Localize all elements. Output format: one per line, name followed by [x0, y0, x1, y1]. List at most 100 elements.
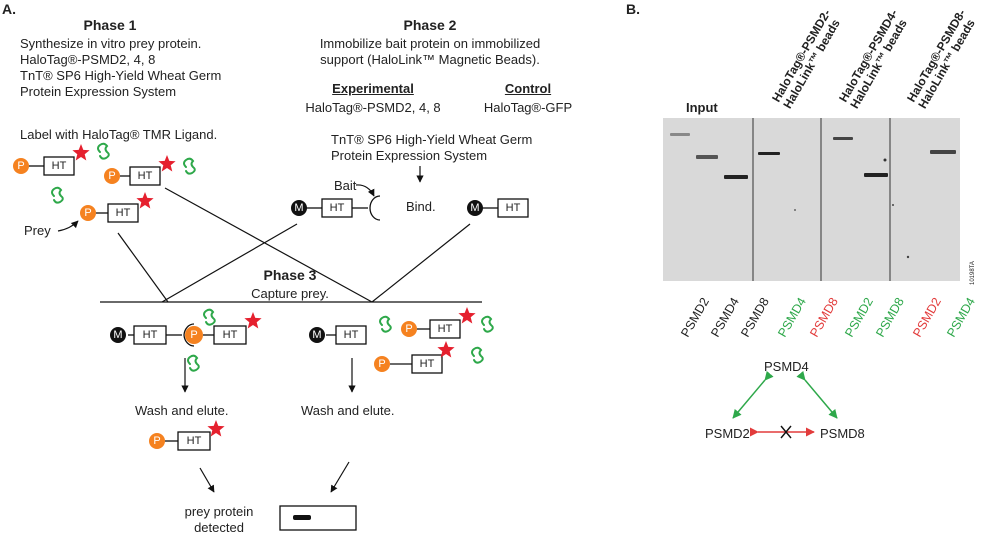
bait-arrow: [355, 184, 375, 197]
red-star-icon: [158, 155, 176, 172]
green-ligand-icon: [97, 142, 110, 160]
phase1-line: Protein Expression System: [20, 84, 177, 99]
gel-band: [758, 152, 780, 155]
converging-lines: [117, 187, 471, 303]
tag-glyph: HT: [437, 323, 453, 335]
green-ligand-icon: [481, 315, 494, 333]
prey-circle-icon: [185, 326, 203, 344]
magnetic-bead-icon: [291, 200, 307, 216]
interaction-arrow: [796, 370, 838, 419]
phase3-title: Phase 3: [263, 267, 317, 283]
network-node-left: PSMD2: [705, 426, 750, 441]
green-ligand-icon: [379, 315, 392, 333]
free-prey: [374, 341, 455, 374]
network-node-top: PSMD4: [764, 359, 809, 374]
prey-glyph: P: [84, 207, 92, 219]
phase2-line: support (HaloLink™ Magnetic Beads).: [320, 52, 540, 67]
figure-code: 10198TA: [970, 261, 976, 285]
prey-glyph: P: [17, 160, 25, 172]
phase2-title: Phase 2: [403, 17, 457, 33]
prey-glyph: P: [190, 329, 198, 341]
green-ligand-icon: [183, 157, 196, 175]
detect-arrow-right: [330, 461, 350, 493]
detected-line: detected: [194, 520, 244, 535]
gel-image: [663, 118, 960, 281]
tag-glyph: HT: [142, 329, 158, 341]
prey-glyph: P: [378, 358, 386, 370]
red-star-icon: [437, 341, 455, 358]
tag-glyph: HT: [115, 207, 131, 219]
control-text: HaloTag®-GFP: [483, 100, 573, 115]
tag-glyph: HT: [186, 435, 202, 447]
experimental-text: HaloTag®-PSMD2, 4, 8: [305, 100, 441, 115]
free-prey: [401, 307, 476, 339]
panel-a-label: A.: [2, 1, 16, 17]
red-star-icon: [72, 144, 90, 161]
panel-b-label: B.: [626, 1, 640, 17]
prey-glyph: P: [405, 323, 413, 335]
gel-band: [864, 173, 888, 177]
label-step-text: Label with HaloTag® TMR Ligand.: [20, 127, 218, 142]
halotag-box-icon: [177, 431, 211, 451]
phase1-line: HaloTag®-PSMD2, 4, 8: [20, 52, 156, 67]
phase1-title: Phase 1: [83, 17, 137, 33]
system-line: TnT® SP6 High-Yield Wheat Germ: [331, 132, 533, 147]
bind-label: Bind.: [406, 199, 436, 214]
green-ligand-icon: [187, 354, 200, 372]
green-ligand-icon: [51, 186, 64, 204]
phase1-line: TnT® SP6 High-Yield Wheat Germ: [20, 68, 222, 83]
captured-complex: [110, 312, 262, 347]
tag-glyph: HT: [51, 160, 67, 172]
bead-glyph: M: [312, 329, 322, 341]
prey-circle-icon: [374, 356, 390, 372]
prey-circle-icon: [401, 321, 417, 337]
magnetic-bead-icon: [110, 327, 126, 343]
phase2-line: Immobilize bait protein on immobilized: [319, 36, 541, 51]
experimental-heading: Experimental: [332, 81, 414, 96]
tag-glyph: HT: [343, 329, 359, 341]
bead-glyph: M: [470, 202, 480, 214]
eluted-prey: [149, 420, 225, 451]
bait-label: Bait: [334, 178, 357, 193]
halotag-box-icon: [43, 156, 75, 176]
prey-construct: [80, 192, 154, 223]
red-star-icon: [207, 420, 225, 437]
control-bait-construct: [467, 198, 529, 218]
prey-glyph: P: [108, 170, 116, 182]
halotag-box-icon: [129, 166, 161, 186]
gel-bands: [670, 133, 956, 259]
green-ligand-icon: [203, 308, 216, 326]
halotag-box-icon: [411, 354, 443, 374]
gel-band: [930, 150, 956, 154]
bait-construct: [291, 195, 381, 221]
tag-glyph: HT: [137, 170, 153, 182]
tag-glyph: HT: [505, 202, 521, 214]
detection-gel-box: [279, 505, 357, 531]
red-star-icon: [244, 312, 262, 329]
detected-band: [293, 515, 311, 520]
tag-glyph: HT: [419, 358, 435, 370]
prey-circle-icon: [13, 158, 29, 174]
prey-circle-icon: [104, 168, 120, 184]
network-node-right: PSMD8: [820, 426, 865, 441]
interaction-arrow: [732, 370, 774, 419]
red-star-icon: [136, 192, 154, 209]
no-interaction-x-icon: [780, 425, 792, 439]
prey-label: Prey: [24, 223, 51, 238]
tag-glyph: HT: [222, 329, 238, 341]
detect-arrow-left: [199, 467, 215, 493]
detected-line: prey protein: [184, 504, 254, 519]
prey-arrow: [57, 220, 79, 232]
magnetic-bead-icon: [309, 327, 325, 343]
prey-construct: [104, 155, 176, 186]
gel-band: [724, 175, 748, 179]
halotag-box-icon: [213, 325, 247, 345]
input-label: Input: [686, 100, 718, 115]
red-star-icon: [458, 307, 476, 324]
phase1-line: Synthesize in vitro prey protein.: [20, 36, 202, 51]
magnetic-bead-icon: [467, 200, 483, 216]
gel-band: [696, 155, 718, 159]
prey-construct: [13, 144, 90, 176]
